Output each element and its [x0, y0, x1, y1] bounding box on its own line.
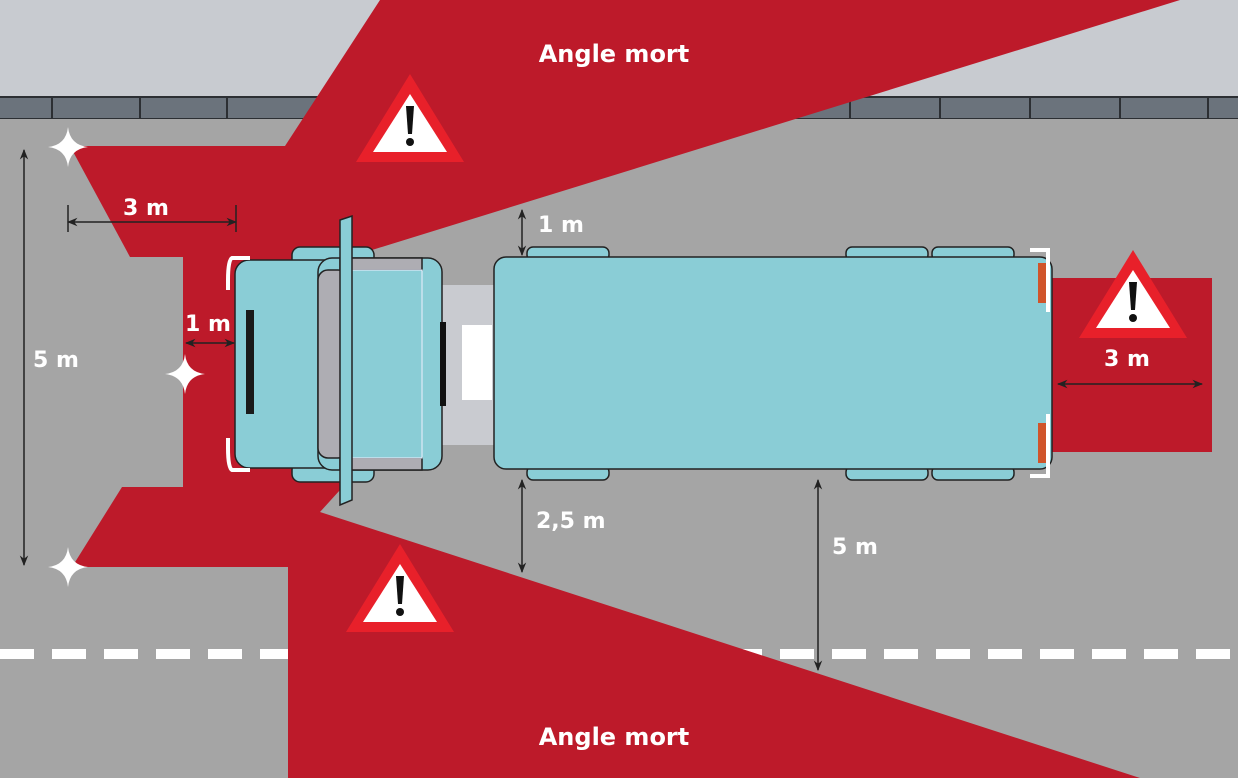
rear-depth-label: 3 m	[1104, 347, 1150, 372]
dimension-arrows	[19, 148, 1204, 672]
front-width-label: 5 m	[33, 348, 79, 373]
blind-spot-label-bottom: Angle mort	[539, 723, 690, 751]
blind-spot-zone	[70, 0, 1180, 778]
side-top-label: 1 m	[538, 213, 584, 238]
blind-spot-label-top: Angle mort	[539, 40, 690, 68]
trailer	[440, 246, 1053, 481]
side-near-label: 2,5 m	[536, 509, 606, 534]
side-far-label: 5 m	[832, 535, 878, 560]
front-depth-label: 3 m	[123, 196, 169, 221]
front-gap-label: 1 m	[185, 312, 231, 337]
truck-cab	[226, 214, 446, 507]
